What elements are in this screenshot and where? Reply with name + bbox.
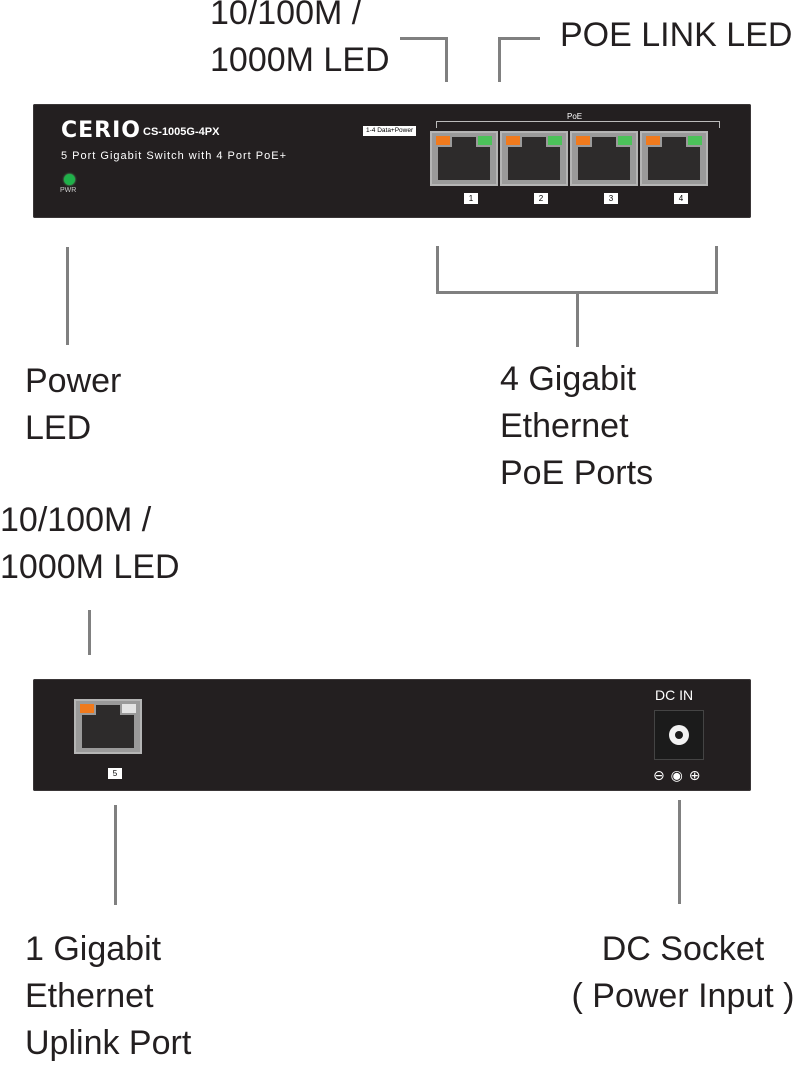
poe-port-1: [430, 131, 498, 186]
callout-line-1: 10/100M /: [210, 0, 362, 32]
front-panel: CERIO CS-1005G-4PX 5 Port Gigabit Switch…: [33, 104, 751, 218]
poe-link-leader-h: [498, 37, 540, 40]
brand-logo: CERIO: [61, 118, 142, 143]
dc-socket-leader: [678, 800, 681, 904]
port-number-1: 1: [464, 193, 478, 204]
poe-port-2: [500, 131, 568, 186]
callout-line-2: ( Power Input ): [571, 977, 795, 1015]
callout-line-1: Power: [25, 362, 122, 400]
dc-socket-callout: DC Socket ( Power Input ): [563, 926, 800, 1020]
rear-panel: 5 DC IN ⊖ ◉ ⊕: [33, 679, 751, 791]
model-label: CS-1005G-4PX: [143, 126, 220, 138]
poe-link-led: [688, 136, 702, 145]
poe-group-label: PoE: [563, 112, 587, 121]
power-led-callout: Power LED: [25, 358, 121, 452]
port-cavity: [508, 147, 560, 180]
speed-led-leader-v: [445, 37, 448, 82]
port-number-5: 5: [108, 768, 122, 779]
poe-ports-bracket-right: [715, 246, 718, 294]
dc-socket-pin: [675, 731, 683, 739]
poe-link-led: [548, 136, 562, 145]
callout-line-2: Ethernet: [500, 407, 629, 445]
port-number-3: 3: [604, 193, 618, 204]
rear-speed-led-callout: 10/100M / 1000M LED: [0, 497, 180, 591]
power-led-leader: [66, 247, 69, 345]
port-notch: [662, 137, 686, 149]
uplink-port-leader: [114, 805, 117, 905]
port-notch: [522, 137, 546, 149]
port-number-2: 2: [534, 193, 548, 204]
port-cavity: [438, 147, 490, 180]
dc-socket-hole: [669, 725, 689, 745]
data-power-label: 1-4 Data+Power: [363, 126, 417, 136]
poe-port-4: [640, 131, 708, 186]
port-cavity: [82, 715, 134, 748]
pwr-label: PWR: [60, 187, 77, 194]
device-description: 5 Port Gigabit Switch with 4 Port PoE+: [61, 150, 288, 162]
callout-line-1: DC Socket: [601, 930, 765, 968]
poe-link-leader-v: [498, 37, 501, 82]
power-led: [64, 174, 75, 185]
link-led: [122, 704, 136, 713]
speed-led-leader-h: [400, 37, 448, 40]
polarity-symbol: ⊖ ◉ ⊕: [653, 767, 702, 783]
dc-socket: [654, 710, 704, 760]
callout-line-2: Ethernet: [25, 977, 154, 1015]
poe-link-led-callout: POE LINK LED: [560, 16, 793, 54]
callout-line-3: Uplink Port: [25, 1024, 192, 1062]
uplink-port-callout: 1 Gigabit Ethernet Uplink Port: [25, 926, 191, 1067]
callout-line-2: 1000M LED: [0, 548, 180, 586]
speed-led: [506, 136, 520, 145]
poe-link-led: [478, 136, 492, 145]
top-speed-led-callout: 10/100M / 1000M LED: [210, 0, 390, 84]
poe-ports-callout: 4 Gigabit Ethernet PoE Ports: [500, 356, 653, 497]
callout-line-1: 1 Gigabit: [25, 930, 162, 968]
poe-ports-leader: [576, 291, 579, 347]
port-cavity: [578, 147, 630, 180]
speed-led: [646, 136, 660, 145]
port-notch: [452, 137, 476, 149]
uplink-port-5: [74, 699, 142, 754]
poe-link-led: [618, 136, 632, 145]
port-number-4: 4: [674, 193, 688, 204]
poe-port-3: [570, 131, 638, 186]
callout-line-2: LED: [25, 409, 92, 447]
port-notch: [96, 705, 120, 717]
speed-led: [576, 136, 590, 145]
callout-line-3: PoE Ports: [500, 454, 654, 492]
poe-group-bracket: [436, 121, 720, 128]
rear-speed-led-leader: [88, 610, 91, 655]
port-notch: [592, 137, 616, 149]
speed-led: [80, 704, 94, 713]
callout-line-1: 10/100M /: [0, 501, 152, 539]
port-cavity: [648, 147, 700, 180]
callout-line-2: 1000M LED: [210, 41, 390, 79]
poe-ports-bracket-left: [436, 246, 439, 294]
callout-line-1: 4 Gigabit: [500, 360, 637, 398]
dc-in-label: DC IN: [655, 687, 694, 703]
speed-led: [436, 136, 450, 145]
